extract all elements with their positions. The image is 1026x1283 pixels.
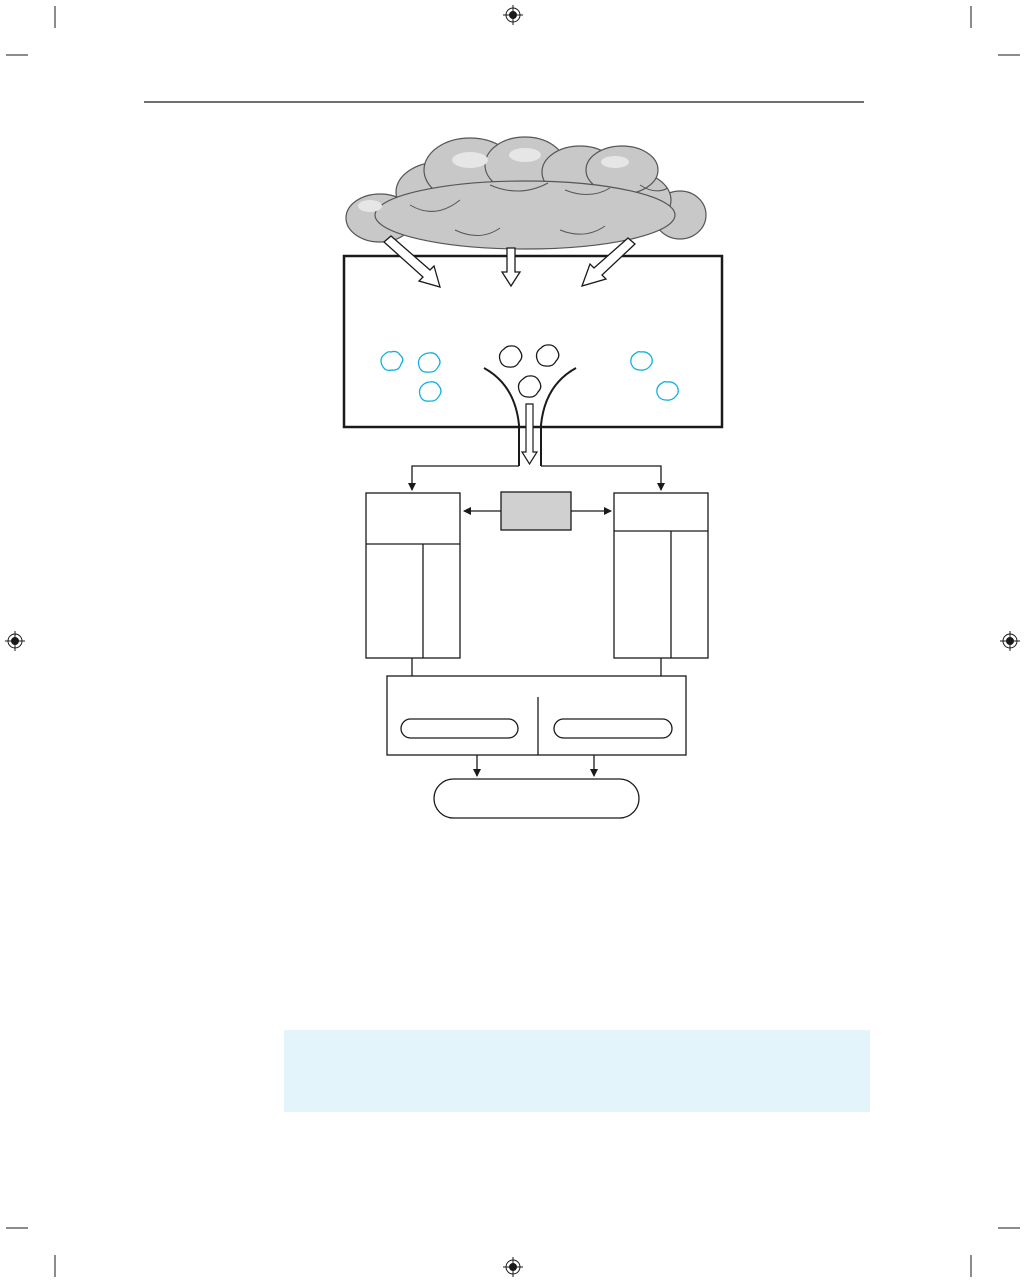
connector-right (541, 465, 665, 491)
terminal-box (433, 778, 640, 819)
connector-left (408, 465, 519, 491)
bottom-pill-right (553, 718, 673, 739)
cloud-icon (345, 136, 707, 250)
bottom-pill-left (400, 718, 519, 739)
crop-marks (6, 6, 1020, 1277)
center-gray-box (500, 491, 572, 531)
main-frame (342, 254, 724, 429)
funnel-icon (483, 367, 577, 466)
left-column-box (365, 492, 461, 659)
registration-mark-icon (503, 5, 523, 25)
right-column-box (613, 492, 709, 659)
registration-mark-icon (503, 1257, 523, 1277)
hollow-arrow-icon (520, 403, 539, 466)
registration-mark-icon (5, 631, 25, 651)
hollow-arrow-icon (383, 235, 441, 288)
bubble-icon (380, 350, 679, 402)
panel-background (284, 1030, 870, 1112)
registration-mark-icon (1000, 631, 1020, 651)
hollow-arrow-icon (580, 237, 636, 287)
cloud-creases (409, 182, 669, 236)
cloud-highlights (358, 148, 629, 212)
hollow-arrow-icon (500, 247, 522, 288)
bubble-icon (498, 344, 560, 398)
bottom-box (386, 675, 687, 756)
